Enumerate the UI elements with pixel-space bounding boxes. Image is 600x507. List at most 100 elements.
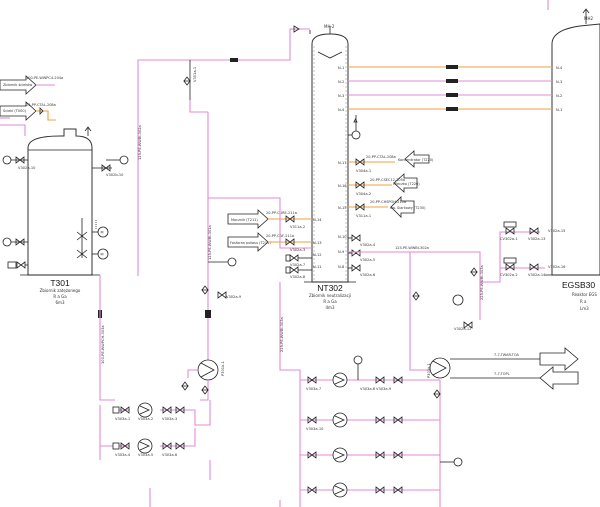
svg-text:V311a-2: V311a-2: [290, 225, 305, 229]
pump-p301b-1[interactable]: P301b-1: [197, 359, 225, 381]
dosing-kwas[interactable]: Kw. Siarkowy (T230) 20-PP-CHSPOH-210a V3…: [348, 196, 426, 218]
inlet-arrow-2[interactable]: Ścieki (T000) 25-PP-CTAL-208a: [0, 101, 56, 121]
svg-text:V304a-1: V304a-1: [356, 169, 371, 173]
svg-text:V302a-6: V302a-6: [360, 273, 376, 277]
svg-text:20-PP-CSEC12-305a: 20-PP-CSEC12-305a: [370, 178, 405, 182]
svg-text:100-PE-WWPC4-204a: 100-PE-WWPC4-204a: [26, 76, 63, 80]
svg-text:V302b-10: V302b-10: [106, 173, 124, 177]
svg-text:N-14: N-14: [313, 218, 322, 222]
nt302-tag: NT302: [317, 283, 343, 293]
svg-text:N-15: N-15: [338, 206, 347, 210]
svg-text:N-17: N-17: [338, 161, 347, 165]
t301-marks: R a Ga: [53, 294, 67, 299]
svg-text:Zbiornik ścieków: Zbiornik ścieków: [3, 83, 32, 87]
svg-text:V302a-7: V302a-7: [290, 263, 305, 267]
svg-text:Ścieki (T000): Ścieki (T000): [3, 108, 27, 113]
nt302-bottom-valves[interactable]: V302a-4 V302a-5 V302a-6 V302a-7 V302a-8: [285, 234, 376, 279]
svg-text:N-9: N-9: [338, 250, 345, 254]
svg-text:N-2: N-2: [556, 94, 562, 98]
svg-text:P301b-1: P301b-1: [221, 361, 225, 376]
pressure-indicator-icon[interactable]: [2, 155, 12, 165]
svg-text:V303a-4: V303a-4: [115, 453, 131, 457]
tank-t301[interactable]: T301 Zbiornik zatężonego R a Ga 6m3 M M …: [2, 126, 129, 305]
svg-text:V302a-12: V302a-12: [454, 327, 471, 331]
agitator-icon: [76, 218, 88, 259]
svg-text:V304a-2: V304a-2: [356, 192, 371, 196]
pump-p303a-1[interactable]: P303a-1: [427, 357, 451, 379]
svg-text:V302a-16: V302a-16: [548, 265, 566, 269]
svg-text:N-1: N-1: [556, 108, 562, 112]
egsb-tag: EGSB30: [562, 280, 595, 290]
svg-text:R a: R a: [580, 299, 587, 304]
svg-text:M: M: [101, 231, 104, 235]
svg-text:P303a-1: P303a-1: [427, 363, 431, 378]
reactor-egsb[interactable]: MH2 EGSB30 Reaktor EGS R a Lm3 N-4 N-3 N…: [545, 8, 600, 311]
svg-text:N-4: N-4: [338, 108, 345, 112]
control-valves-egsb[interactable]: CV302a-1 CV302a-2 V302a-13 V302a-14 V302…: [500, 221, 566, 277]
svg-text:225-PE-WWBI-303a: 225-PE-WWBI-303a: [480, 265, 484, 300]
dosing-koncentrator[interactable]: Koncentrator (T220) 20-PP-CTAL-208a V304…: [348, 150, 434, 173]
column-nt302[interactable]: MH-2 NT302 Zbiornik neutralizacji R a Ga…: [304, 24, 361, 310]
svg-text:V302a-4: V302a-4: [360, 243, 376, 247]
svg-text:M: M: [101, 253, 104, 257]
t301-tag: T301: [50, 278, 70, 288]
svg-text:N-3: N-3: [556, 80, 562, 84]
svg-text:N-10: N-10: [338, 235, 347, 239]
svg-text:Fosforan potasu (T211): Fosforan potasu (T211): [230, 241, 271, 245]
pump-loop-valves[interactable]: V303a-1 V303a-2 V303a-3 V303a-4 V303a-5 …: [112, 406, 185, 457]
svg-text:20-PP-CHSPOH-210a: 20-PP-CHSPOH-210a: [370, 200, 406, 204]
svg-text:Mocznik (T211): Mocznik (T211): [231, 218, 258, 222]
pressure-indicator-icon-2[interactable]: [2, 237, 12, 247]
inlet-arrow-topl[interactable]: 7-7-TOPL: [450, 366, 579, 390]
svg-text:V302a-15: V302a-15: [548, 229, 565, 233]
dosing-fosforan[interactable]: Fosforan potasu (T211) 20-PP-CAF-211a V3…: [227, 232, 312, 252]
distribution-valves[interactable]: V303a-7 V303a-8 V303a-9 V303a-10: [306, 376, 403, 494]
svg-text:V302a-13: V302a-13: [528, 237, 545, 241]
svg-text:V302a-3: V302a-3: [290, 248, 305, 252]
svg-text:N-4: N-4: [556, 66, 563, 70]
svg-text:N-8: N-8: [338, 265, 345, 269]
transfer-lines: [348, 0, 552, 111]
svg-text:V302a-8: V302a-8: [290, 275, 306, 279]
svg-text:20-PP-CURE-211a: 20-PP-CURE-211a: [266, 211, 297, 215]
svg-text:100-PE-WWPCH-303a: 100-PE-WWPCH-303a: [101, 325, 105, 364]
svg-text:V303a-1: V303a-1: [115, 417, 130, 421]
outlet-arrow-twar[interactable]: 7-7-TWAR-TOA: [450, 347, 579, 371]
svg-text:Kw. Siarkowy (T230): Kw. Siarkowy (T230): [390, 206, 426, 210]
flow-indicator-bottom[interactable]: [353, 355, 363, 365]
svg-text:R a Ga: R a Ga: [323, 299, 337, 304]
nt302-nozzles-right: N-1 N-2 N-3 N-4: [338, 66, 345, 112]
pressure-indicator-bottom[interactable]: [453, 457, 463, 467]
valve-v302a-5[interactable]: V302a-9: [201, 285, 242, 299]
level-indicator-nt302-icon[interactable]: [351, 130, 361, 140]
svg-text:MH-2: MH-2: [324, 24, 335, 29]
svg-text:125-PE-WWBI-302a: 125-PE-WWBI-302a: [395, 246, 429, 250]
svg-text:V311a-1: V311a-1: [356, 214, 371, 218]
svg-text:CV302a-1: CV302a-1: [500, 237, 518, 241]
right-valves[interactable]: V302a-12: [412, 267, 478, 399]
dosing-mocznik[interactable]: Mocznik (T211) 20-PP-CURE-211a V311a-2: [227, 209, 312, 229]
svg-text:125-PE-WWBI-301a: 125-PE-WWBI-301a: [208, 225, 212, 260]
pressure-indicator-line[interactable]: [227, 257, 237, 267]
svg-text:N-2: N-2: [338, 80, 344, 84]
inlet-arrow-1[interactable]: Zbiornik ścieków 100-PE-WWPC4-204a: [0, 75, 63, 95]
valve-v301a-1[interactable]: V301a-1: [183, 60, 197, 100]
svg-text:V302a-10: V302a-10: [18, 166, 36, 170]
svg-text:V303a-8: V303a-8: [360, 387, 376, 391]
svg-text:V301a-1: V301a-1: [193, 67, 197, 82]
level-indicator-icon[interactable]: [119, 155, 129, 165]
svg-text:20-PP-CTAL-208a: 20-PP-CTAL-208a: [366, 155, 396, 159]
svg-text:V303a-10: V303a-10: [306, 427, 324, 431]
svg-text:Lm3: Lm3: [580, 306, 589, 311]
distribution-pumps[interactable]: [332, 372, 348, 498]
svg-text:N-3: N-3: [338, 94, 344, 98]
svg-text:V302a-14: V302a-14: [528, 273, 546, 277]
svg-text:V302a-9: V302a-9: [226, 295, 242, 299]
svg-text:225-PE-WWBI-303a: 225-PE-WWBI-303a: [280, 317, 284, 352]
pump-p302a-1[interactable]: [137, 402, 153, 454]
svg-text:125-PE-WWBI-302a: 125-PE-WWBI-302a: [138, 125, 142, 160]
dosing-mleczko[interactable]: Mleczko (T220) 20-PP-CSEC12-305a V304a-2: [348, 173, 420, 196]
svg-text:V303a-9: V303a-9: [376, 387, 392, 391]
svg-text:25-PP-CTAL-208a: 25-PP-CTAL-208a: [26, 103, 56, 107]
nt302-nozzles-side: N-17 N-16 N-15 N-14 N-13 N-12 N-11 N-10 …: [313, 161, 347, 269]
